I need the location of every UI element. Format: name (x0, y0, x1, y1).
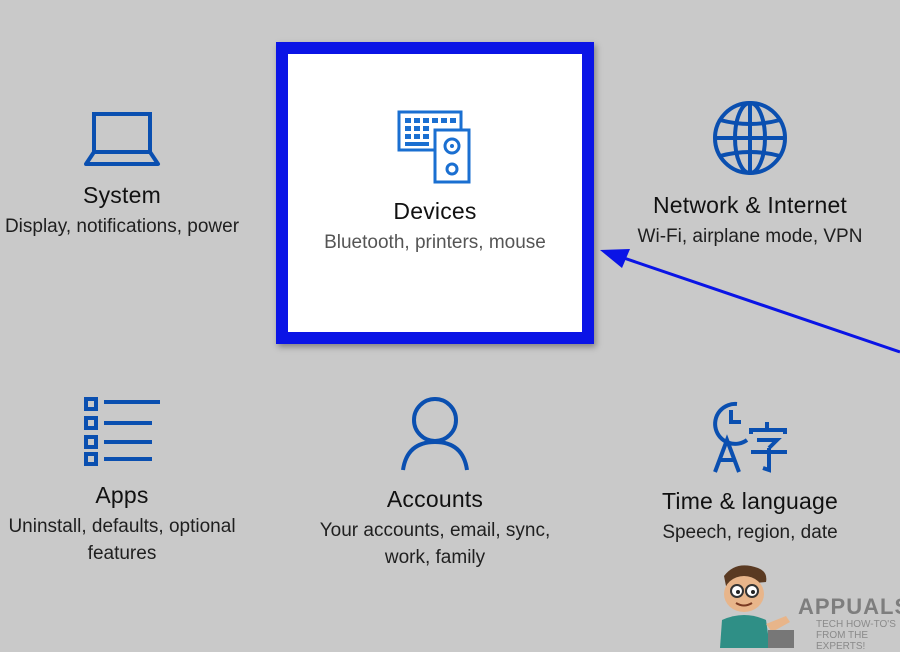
highlight-inner: Devices Bluetooth, printers, mouse (288, 54, 582, 332)
keyboard-speaker-icon (397, 110, 471, 184)
tile-title: Time & language (661, 488, 839, 514)
settings-tile-apps[interactable]: Apps Uninstall, defaults, optional featu… (0, 396, 272, 567)
watermark-brand: APPUALS (798, 594, 900, 619)
tile-description: Display, notifications, power (4, 216, 240, 237)
person-icon (401, 397, 469, 471)
tile-title: Devices (393, 198, 477, 224)
tile-title: Apps (95, 482, 149, 508)
tile-description: Uninstall, defaults, optional features (8, 516, 236, 564)
globe-icon (713, 101, 787, 175)
watermark-tagline: TECH HOW-TO'S FROM THE EXPERTS! (816, 619, 896, 652)
list-icon (84, 397, 160, 466)
highlight-box: Devices Bluetooth, printers, mouse (276, 42, 594, 344)
settings-tile-system[interactable]: System Display, notifications, power (0, 108, 272, 240)
settings-tile-accounts[interactable]: Accounts Your accounts, email, sync, wor… (285, 396, 585, 571)
tile-description: Wi-Fi, airplane mode, VPN (637, 226, 863, 247)
laptop-icon (84, 112, 160, 166)
tile-description: Speech, region, date (662, 522, 838, 543)
tile-description: Bluetooth, printers, mouse (324, 232, 546, 253)
watermark: APPUALS TECH HOW-TO'S FROM THE EXPERTS! (706, 558, 900, 652)
settings-tile-network[interactable]: Network & Internet Wi-Fi, airplane mode,… (600, 98, 900, 250)
tile-title: Accounts (386, 486, 484, 512)
settings-tile-time-language[interactable]: Time & language Speech, region, date (600, 396, 900, 546)
clock-language-icon (713, 401, 787, 473)
mascot-icon (720, 565, 794, 648)
tile-title: Network & Internet (652, 192, 848, 218)
tile-description: Your accounts, email, sync, work, family (319, 520, 551, 568)
tile-title: System (83, 182, 161, 208)
settings-tile-devices[interactable]: Devices Bluetooth, printers, mouse (288, 108, 582, 256)
